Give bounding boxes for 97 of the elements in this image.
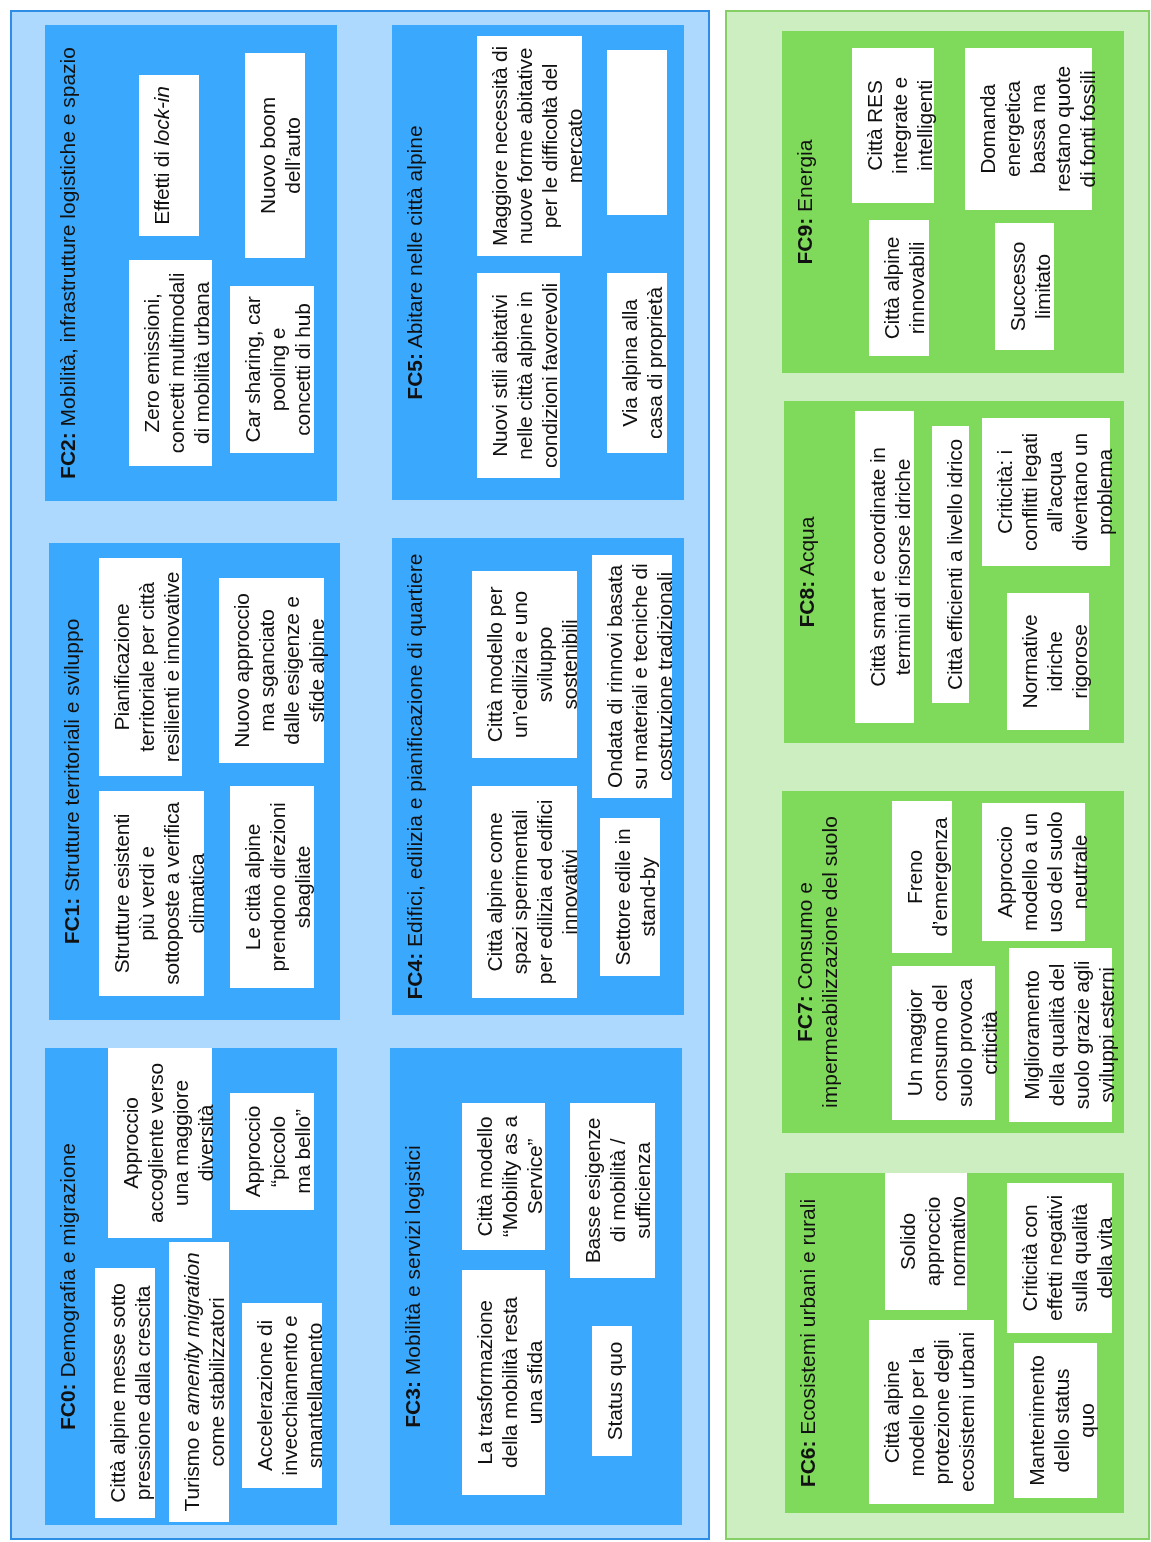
category-panel: [785, 1173, 1124, 1513]
category-panel: [45, 1048, 337, 1525]
card-text: Nuovi stili abitativi nelle città alpine in condizioni favorevoli: [487, 282, 562, 470]
card-text: Mantenimento dello status quo: [1024, 1354, 1099, 1488]
card-text: Ondata di rinnovi basata su materiali e tecniche di costruzione tradizionali: [602, 563, 677, 790]
card-text: Città alpine rinnovabili: [879, 235, 929, 342]
scenario-card: [869, 1320, 994, 1504]
category-panel: [782, 791, 1124, 1133]
scenario-card: [230, 286, 314, 453]
scenario-card: [892, 801, 952, 953]
category-panel: [390, 1048, 682, 1525]
card-text: Un maggior consumo del suolo provoca criticità: [902, 977, 1002, 1110]
category-panel: [392, 25, 684, 500]
category-panel: [782, 31, 1124, 373]
scenario-card: [592, 1326, 632, 1456]
scenario-card: [99, 558, 182, 776]
card-text: Approccio modello a un uso del suolo neutrale: [992, 811, 1092, 933]
scenario-card: [230, 1093, 314, 1210]
scenario-card: [169, 1242, 229, 1522]
category-panel: [784, 401, 1124, 743]
scenario-card: [570, 1103, 655, 1278]
scenario-card: [932, 426, 969, 703]
scenario-card: [885, 1173, 967, 1310]
card-text: Car sharing, car pooling e concetti di hub: [240, 295, 315, 445]
scenario-card: [592, 555, 672, 798]
card-text: Domanda energetica bassa ma restano quote di fonti fossili: [975, 65, 1100, 194]
card-text: Accelerazione di invecchiamento e smantellamento: [252, 1314, 327, 1478]
scenario-card: [139, 75, 199, 236]
card-text: La trasformazione della mobilità resta una sfida: [472, 1295, 547, 1471]
scenario-card: [855, 411, 914, 723]
card-text: Città alpine messe sotto pressione dalla crescita: [105, 1282, 155, 1505]
card-text: Normative idriche rigorose: [1017, 613, 1092, 711]
scenario-card: [108, 1048, 212, 1238]
card-text: Criticità: i conflitti legati all’acqua diventano un problema: [992, 431, 1117, 554]
scenario-card: [95, 1268, 155, 1518]
card-text: Città smart e coordinate in termini di risorse idriche: [865, 446, 915, 689]
scenario-card: [982, 803, 1085, 941]
card-text: Miglioramento della qualità del suolo grazie agli sviluppi esterni: [1019, 959, 1119, 1112]
card-text: Maggiore necessità di nuove forme abitative per le difficoltà del mercato: [487, 44, 587, 248]
card-text: Via alpina alla casa di proprietà: [617, 285, 667, 441]
card-text: Effetti di lock-in: [149, 85, 174, 227]
card-text: Città modello “Mobility as a Service”: [472, 1114, 547, 1239]
panel-title: FC6: Ecosistemi urbani e rurali: [795, 1197, 820, 1490]
scenario-card: [99, 791, 204, 996]
scenario-card: [852, 48, 934, 203]
card-text: Città RES integrate e intelligenti: [862, 76, 937, 177]
card-text: Approccio “piccolo ma bello”: [240, 1104, 315, 1200]
scenario-card: [1007, 593, 1089, 730]
scenario-card: [607, 273, 667, 453]
card-text: Pianificazione territoriale per città resilienti e innovative: [109, 570, 184, 765]
scenario-card: [477, 273, 560, 478]
panel-title: FC5: Abitare nelle città alpine: [402, 124, 427, 402]
scenario-card: [995, 223, 1054, 350]
card-text: Approccio accogliente verso una maggiore diversità: [118, 1062, 218, 1225]
category-panel: [392, 538, 684, 1015]
card-text: Settore edile in stand-by: [610, 827, 660, 968]
scenario-card: [230, 786, 314, 988]
panel-title: FC9: Energia: [792, 138, 817, 267]
scenario-card: [1014, 1343, 1097, 1498]
scenario-card: [245, 53, 305, 258]
card-text: Le città alpine prendono direzioni sbagliate: [240, 801, 315, 974]
scenario-card: [242, 1303, 322, 1488]
card-text: Nuovo approccio ma sganciato dalle esigenze e sfide alpine: [229, 592, 329, 750]
card-text: Città efficienti a livello idrico: [942, 438, 967, 692]
card-text: Basse esigenze di mobilità / sufficienza: [580, 1116, 655, 1266]
scenario-card: [892, 966, 995, 1120]
scenario-card: [607, 50, 667, 215]
scenario-card: [1007, 1183, 1112, 1333]
card-text: Strutture esistenti più verdi e sottoposte a verifica climatica: [109, 801, 209, 987]
scenario-card: [472, 571, 577, 758]
scenario-card: [462, 1270, 545, 1495]
card-text: Città modello per un’edilizia e uno sviluppo sostenibili: [482, 585, 582, 745]
scenario-card: [600, 818, 660, 976]
panel-title: FC8: Acqua: [794, 515, 819, 630]
card-text: Criticità con effetti negativi sulla qualità della vita: [1017, 1194, 1117, 1323]
scenario-card: [472, 786, 577, 998]
background-panel: [10, 10, 710, 1540]
card-text: Città alpine come spazi sperimentali per edilizia ed edifici innovativi: [482, 798, 582, 987]
category-panel: [49, 543, 340, 1020]
background-panel: [725, 10, 1150, 1540]
panel-title: FC3: Mobilità e servizi logistici: [400, 1144, 425, 1430]
card-text: Successo limitato: [1005, 240, 1055, 334]
card-text: Freno d’emergenza: [902, 816, 952, 939]
panel-title: FC4: Edifici, edilizia e pianificazione di quartiere: [402, 552, 427, 1002]
card-text: Città alpine modello per la protezione degli ecosistemi urbani: [879, 1331, 979, 1494]
panel-title: FC0: Demografia e migrazione: [55, 1141, 80, 1433]
card-text: Status quo: [602, 1340, 627, 1443]
scenario-card: [477, 36, 582, 256]
card-text: Zero emissioni, concetti multimodali di mobilità urbana: [139, 271, 214, 456]
card-text: Nuovo boom dell’auto: [255, 95, 305, 217]
category-panel: [45, 25, 337, 501]
panel-title: FC1: Strutture territoriali e sviluppo: [59, 617, 84, 947]
scenario-card: [462, 1103, 545, 1250]
panel-title: FC2: Mobilità, infrastrutture logistiche e spazio: [55, 46, 80, 481]
card-text: Solido approccio normativo: [895, 1195, 970, 1289]
scenario-card: [129, 260, 212, 466]
scenario-card: [869, 220, 929, 356]
